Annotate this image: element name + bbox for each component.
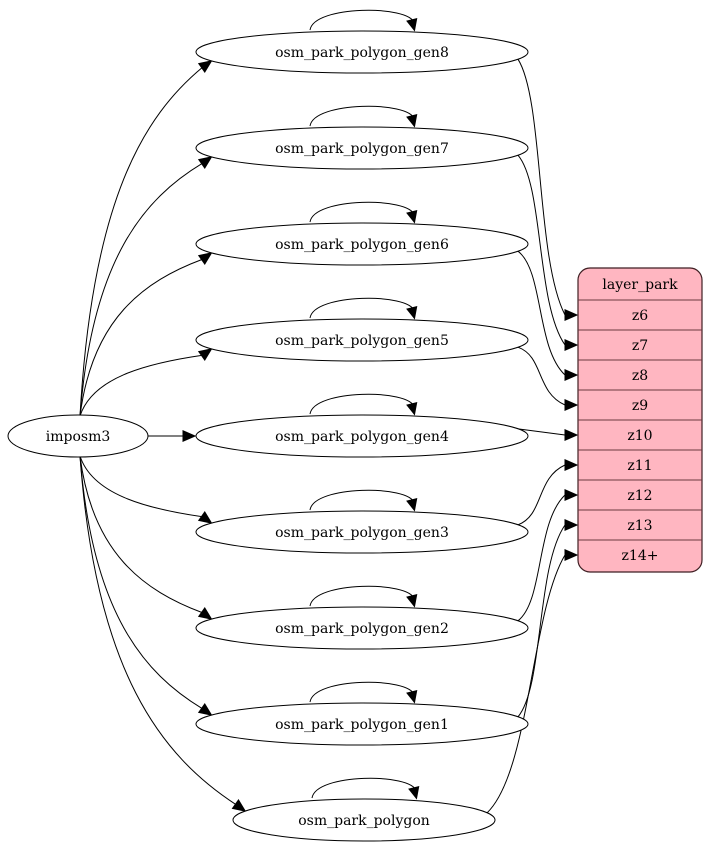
self-loop-arrowhead-base	[408, 785, 420, 800]
layer-table-row-z6[interactable]: z6	[632, 308, 648, 324]
self-loop-arrowhead-gen7	[406, 113, 418, 128]
edge-imposm3-to-gen2	[79, 455, 203, 614]
arrowhead-imposm3-to-gen7	[197, 156, 213, 169]
self-loop-arrowhead-gen1	[406, 689, 418, 704]
edge-imposm3-to-gen6	[79, 258, 203, 417]
node-gen7[interactable]: osm_park_polygon_gen7	[195, 126, 529, 170]
layer-table-row-z12[interactable]: z12	[627, 488, 652, 504]
node-label-gen7: osm_park_polygon_gen7	[275, 141, 449, 157]
node-label-gen6: osm_park_polygon_gen6	[275, 237, 449, 253]
edge-base-to-z14+	[486, 554, 566, 814]
edge-gen6-to-z8	[517, 250, 566, 376]
node-gen4[interactable]: osm_park_polygon_gen4	[195, 414, 529, 458]
arrowhead-gen8-to-z6	[564, 309, 579, 321]
arrowhead-gen5-to-z9	[564, 399, 579, 411]
self-loop-edge-gen8	[309, 9, 415, 31]
self-loop-edge-base	[311, 777, 417, 799]
self-loop-arrowhead-gen6	[406, 209, 418, 224]
node-gen6[interactable]: osm_park_polygon_gen6	[195, 222, 529, 266]
source-edges-group	[79, 60, 247, 812]
node-gen8[interactable]: osm_park_polygon_gen8	[195, 30, 529, 74]
node-label-gen4: osm_park_polygon_gen4	[275, 429, 449, 445]
node-ellipse-base	[232, 798, 496, 842]
node-label-base: osm_park_polygon	[298, 813, 430, 829]
edge-gen7-to-z7	[517, 154, 566, 346]
edge-imposm3-to-gen7	[79, 162, 203, 417]
edge-imposm3-to-gen5	[79, 354, 203, 417]
arrowhead-gen7-to-z7	[564, 339, 579, 351]
arrowhead-gen3-to-z11	[564, 459, 579, 471]
arrowhead-imposm3-to-gen2	[197, 607, 213, 620]
arrowhead-imposm3-to-gen6	[197, 252, 213, 265]
edge-gen5-to-z9	[517, 346, 566, 406]
self-loop-edge-gen6	[309, 201, 415, 223]
node-label-gen5: osm_park_polygon_gen5	[275, 333, 449, 349]
edge-imposm3-to-gen1	[79, 455, 203, 710]
node-label-gen8: osm_park_polygon_gen8	[275, 45, 449, 61]
arrowhead-gen1-to-z13	[564, 519, 579, 531]
layer-table-row-z8[interactable]: z8	[632, 368, 648, 384]
node-ellipse-gen7	[195, 126, 529, 170]
self-loop-arrowhead-gen8	[406, 17, 418, 32]
layer-table-row-z11[interactable]: z11	[627, 458, 652, 474]
node-gen5[interactable]: osm_park_polygon_gen5	[195, 318, 529, 362]
arrowhead-imposm3-to-gen3	[197, 511, 213, 524]
self-loop-edge-gen4	[309, 393, 415, 415]
node-imposm3[interactable]: imposm3	[7, 414, 149, 458]
layer-edges-group	[486, 58, 579, 814]
edge-gen1-to-z13	[517, 524, 566, 718]
arrowhead-gen2-to-z12	[564, 489, 579, 501]
node-gen3[interactable]: osm_park_polygon_gen3	[195, 510, 529, 554]
node-ellipse-imposm3	[7, 414, 149, 458]
self-loop-edge-gen1	[309, 681, 415, 703]
node-label-gen1: osm_park_polygon_gen1	[275, 717, 449, 733]
arrowhead-imposm3-to-gen5	[197, 348, 213, 361]
self-loop-group	[309, 9, 420, 800]
layer-table-header-label: layer_park	[602, 277, 678, 293]
edge-gen4-to-z10	[517, 428, 566, 436]
node-gen1[interactable]: osm_park_polygon_gen1	[195, 702, 529, 746]
arrowhead-imposm3-to-gen8	[197, 60, 213, 73]
layer-table-row-z14+[interactable]: z14+	[622, 548, 659, 564]
node-gen2[interactable]: osm_park_polygon_gen2	[195, 606, 529, 650]
layer-table-row-z9[interactable]: z9	[632, 398, 648, 414]
self-loop-edge-gen2	[309, 585, 415, 607]
layer-park-table[interactable]: layer_park z6 z7 z8 z9 z10 z11 z12 z13 z14+	[577, 267, 703, 573]
layer-table-row-z10[interactable]: z10	[627, 428, 652, 444]
edge-imposm3-to-gen3	[79, 455, 203, 518]
arrowhead-imposm3-to-gen4	[182, 430, 197, 442]
edge-gen2-to-z12	[517, 494, 566, 622]
node-ellipse-gen2	[195, 606, 529, 650]
self-loop-arrowhead-gen5	[406, 305, 418, 320]
arrowhead-gen6-to-z8	[564, 369, 579, 381]
node-label-imposm3: imposm3	[46, 429, 111, 445]
edge-gen3-to-z11	[517, 464, 566, 526]
arrowhead-gen4-to-z10	[564, 429, 579, 441]
self-loop-arrowhead-gen4	[406, 401, 418, 416]
nodes-group: imposm3 osm_park_polygon_gen8 osm_park_pol…	[7, 30, 529, 842]
layer-table-row-z7[interactable]: z7	[632, 338, 648, 354]
self-loop-arrowhead-gen2	[406, 593, 418, 608]
layer-table-row-z13[interactable]: z13	[627, 518, 652, 534]
edge-imposm3-to-gen8	[79, 66, 203, 417]
edge-imposm3-to-base	[79, 455, 237, 806]
node-ellipse-gen8	[195, 30, 529, 74]
node-ellipse-gen5	[195, 318, 529, 362]
node-ellipse-gen1	[195, 702, 529, 746]
self-loop-edge-gen3	[309, 489, 415, 511]
self-loop-edge-gen7	[309, 105, 415, 127]
node-base[interactable]: osm_park_polygon	[232, 798, 496, 842]
node-ellipse-gen3	[195, 510, 529, 554]
arrowhead-imposm3-to-base	[231, 799, 247, 812]
arrowhead-base-to-z14+	[564, 549, 579, 561]
node-ellipse-gen4	[195, 414, 529, 458]
node-ellipse-gen6	[195, 222, 529, 266]
node-label-gen3: osm_park_polygon_gen3	[275, 525, 449, 541]
self-loop-edge-gen5	[309, 297, 415, 319]
edge-gen8-to-z6	[517, 58, 566, 316]
self-loop-arrowhead-gen3	[406, 497, 418, 512]
arrowhead-imposm3-to-gen1	[197, 703, 213, 716]
node-label-gen2: osm_park_polygon_gen2	[275, 621, 449, 637]
